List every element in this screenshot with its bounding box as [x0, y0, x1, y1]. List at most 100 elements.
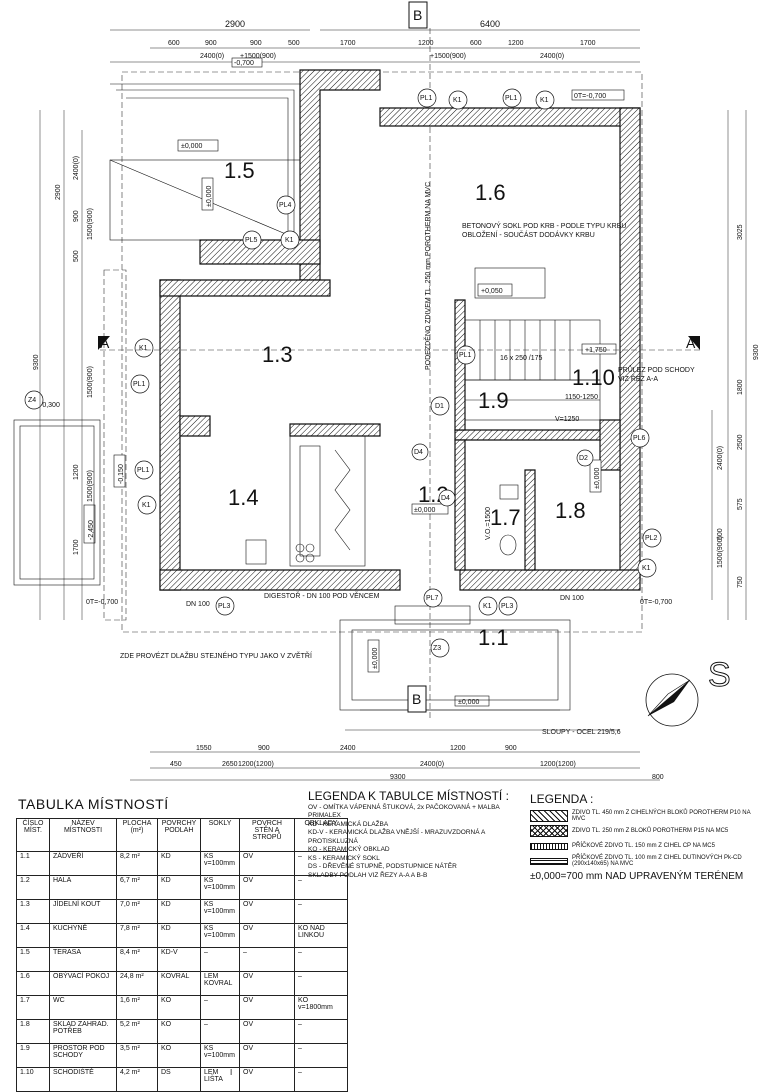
- tag-k: K1: [540, 97, 549, 104]
- table-cell: KD: [157, 875, 201, 900]
- dim-total: 9300: [390, 774, 406, 781]
- dim: 2650: [222, 761, 238, 768]
- note-krb: OBLOŽENÍ - SOUČÁST DODÁVKY KRBU: [462, 230, 595, 239]
- note-dim: V=1250: [555, 416, 579, 423]
- table-cell: KD-V: [157, 947, 201, 972]
- table-cell: OV: [239, 923, 295, 948]
- legend-row: ZDIVO TL. 450 mm Z CIHELNÝCH BLOKŮ POROT…: [530, 810, 760, 822]
- room-1-1-area: [339, 605, 620, 731]
- room-number-1-4: 1.4: [228, 485, 259, 510]
- table-cell: 1.6: [16, 971, 50, 996]
- legend-item: ZDIVO TL. 250 mm Z BLOKŮ POROTHERM P15 N…: [572, 828, 729, 834]
- table-cell: 1.1: [16, 851, 50, 876]
- table-cell: OV: [239, 995, 295, 1020]
- table-cell: –: [294, 971, 348, 996]
- table-cell: KS v=100mm: [200, 923, 240, 948]
- table-cell: 5,2 m²: [116, 1019, 158, 1044]
- right-dimensions: 3025 1800 9300 2500 575 2400(0) 600 1500…: [711, 110, 760, 620]
- tag-circles: PL1 K1 PL1 K1 PL4 PL5 K1 K1 PL1 PL1 K1 P…: [24, 88, 662, 658]
- room-number-1-7: 1.7: [490, 505, 521, 530]
- tag-k: K1: [642, 565, 651, 572]
- level-tag: +1,750: [585, 347, 607, 354]
- outline-dashes: [103, 71, 643, 633]
- table-cell: –: [200, 947, 240, 972]
- tag-k: K1: [483, 603, 492, 610]
- table-header-row: ČÍSLO MÍST. NÁZEV MÍSTNOSTI PLOCHA (m²) …: [16, 818, 348, 852]
- table-cell: WC: [49, 995, 117, 1020]
- note-vo: V.O.=1500: [485, 507, 492, 540]
- table-cell: –: [200, 995, 240, 1020]
- dim: 1200(1200): [540, 761, 576, 768]
- table-cell: OV: [239, 1043, 295, 1068]
- page-number: I: [230, 1068, 233, 1077]
- tag-k: K1: [285, 237, 294, 244]
- kitchen-fittings: [245, 484, 519, 565]
- table-cell: –: [294, 1019, 348, 1044]
- legend-k-item: KO - KERAMICKÝ OBKLAD: [308, 846, 390, 853]
- legend-title: LEGENDA :: [530, 792, 594, 806]
- outdoor-slab-inner: [19, 425, 95, 580]
- tag-pl: PL6: [633, 435, 646, 442]
- hatch-swatch: [530, 825, 568, 837]
- dim: 2500: [737, 434, 744, 450]
- dim: 1550: [196, 745, 212, 752]
- table-cell: –: [294, 1043, 348, 1068]
- left-dimensions: 9300 2900 2400(0) 900 1500(900) 500 1500…: [33, 110, 94, 620]
- table-cell: JÍDELNÍ KOUT: [49, 899, 117, 924]
- table-cell: 8,4 m²: [116, 947, 158, 972]
- level-tag: ±0,000: [594, 468, 601, 489]
- table-cell: 8,2 m²: [116, 851, 158, 876]
- legend-k-item: KD - KERAMICKÁ DLAŽBA: [308, 820, 389, 828]
- table-cell: KOVRAL: [157, 971, 201, 996]
- level-tag: -0,150: [118, 464, 125, 484]
- table-cell: TERASA: [49, 947, 117, 972]
- dim: 1200(1200): [238, 761, 274, 768]
- level-tag: -2,450: [88, 520, 95, 540]
- legend-item: PŘÍČKOVÉ ZDIVO TL. 150 mm Z CIHEL CP NA …: [572, 843, 715, 849]
- legend-k-item: OV - OMÍTKA VÁPENNÁ ŠTUKOVÁ, 2x PAČOKOVA…: [308, 803, 500, 820]
- dim: 500: [288, 40, 300, 47]
- dim: 600: [470, 40, 482, 47]
- level-tag: -0,300: [40, 402, 60, 409]
- fireplace-base: +0,050: [474, 267, 546, 299]
- table-cell: KUCHYNĚ: [49, 923, 117, 948]
- table-cell: KS v=100mm: [200, 851, 240, 876]
- tag-d: D4: [414, 449, 423, 456]
- tag-pl: PL3: [501, 603, 514, 610]
- dim: 9300: [33, 354, 40, 370]
- legend-row: ZDIVO TL. 250 mm Z BLOKŮ POROTHERM P15 N…: [530, 825, 760, 837]
- dim: 600: [717, 528, 724, 540]
- table-cell: 7,0 m²: [116, 899, 158, 924]
- table-cell: KO NAD LINKOU: [294, 923, 348, 948]
- exterior-walls: [159, 69, 641, 591]
- dim: 2400(0): [200, 53, 224, 60]
- table-cell: KS v=100mm: [200, 899, 240, 924]
- table-cell: OV: [239, 851, 295, 876]
- tag-pl: PL1: [459, 352, 472, 359]
- col-header: POVRCHY PODLAH: [157, 818, 201, 852]
- legend-k-item: KS - KERAMICKÝ SOKL: [308, 854, 380, 862]
- hatch-swatch: [530, 842, 568, 850]
- tag-k: K1: [453, 97, 462, 104]
- note-prulez: PRŮLEZ POD SCHODY: [618, 365, 695, 374]
- floor-plan-drawing: 2900 6400 600 900 900 500 1700 1200 600 …: [13, 1, 760, 781]
- col-header: NÁZEV MÍSTNOSTI: [49, 818, 117, 852]
- table-cell: KO v=1800mm: [294, 995, 348, 1020]
- table-cell: –: [294, 899, 348, 924]
- table-cell: 1.5: [16, 947, 50, 972]
- tag-pl: PL1: [133, 381, 146, 388]
- section-label: A: [100, 335, 110, 351]
- table-cell: ZÁDVEŘÍ: [49, 851, 117, 876]
- level-tag: ±0,000: [414, 507, 435, 514]
- table-cell: SKLAD ZAHRAD. POTŘEB: [49, 1019, 117, 1044]
- dim: 1500(900): [717, 536, 724, 568]
- col-header: PLOCHA (m²): [116, 818, 158, 852]
- table-cell: 1.3: [16, 899, 50, 924]
- dim: 750: [737, 576, 744, 588]
- bottom-dimensions: 1550 900 2650 450 1200(1200) 2400 1200 2…: [130, 745, 664, 781]
- note-viz: VIZ ŘEZ A-A: [618, 374, 658, 383]
